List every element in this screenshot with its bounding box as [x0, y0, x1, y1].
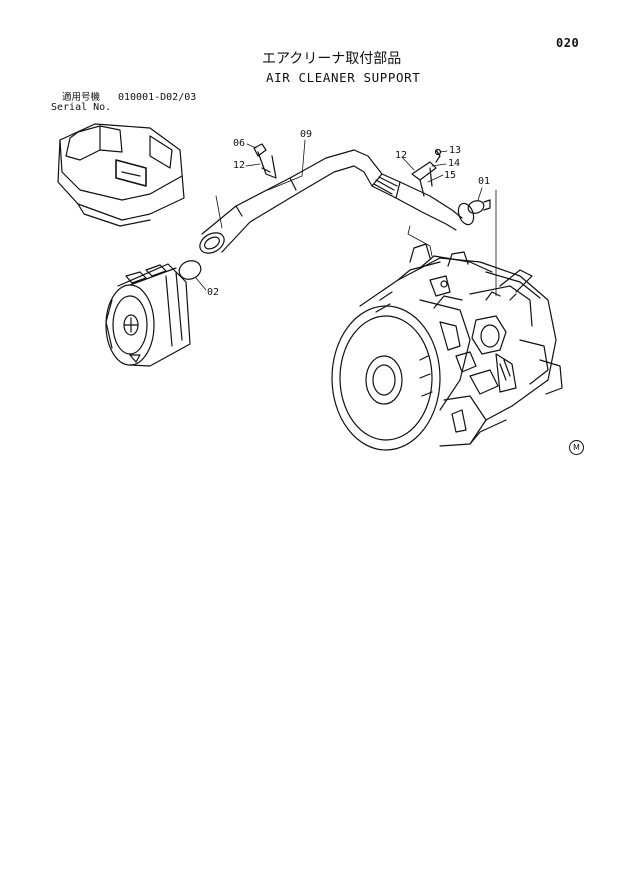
- serial-label-japanese: 適用号機: [62, 92, 101, 103]
- callout-09: 09: [300, 129, 313, 140]
- page-title: AIR CLEANER SUPPORT: [266, 70, 421, 85]
- page-number: 020: [556, 36, 580, 50]
- leader-lines: [215, 139, 497, 297]
- engine-model-marker: M: [569, 440, 584, 455]
- callout-13: 13: [449, 145, 462, 156]
- intake-pipe-09: [199, 149, 475, 254]
- callout-02: 02: [207, 287, 220, 298]
- hose-clamp-01: [467, 199, 491, 214]
- excavator-location-icon: [57, 123, 185, 227]
- page-title-japanese: エアクリーナ取付部品: [262, 51, 402, 67]
- bracket-left: [253, 143, 277, 179]
- callout-14: 14: [448, 158, 461, 169]
- callout-01: 01: [478, 176, 491, 187]
- engine-assembly: [331, 243, 563, 451]
- callout-12-right: 12: [395, 150, 408, 161]
- air-cleaner-body: [105, 263, 191, 367]
- bracket-right: [411, 148, 442, 197]
- callout-15: 15: [444, 170, 457, 181]
- serial-range: 010001-D02/03: [118, 92, 197, 103]
- hose-clamp-02: [178, 260, 202, 280]
- callout-12-left: 12: [233, 160, 246, 171]
- serial-label: Serial No.: [51, 102, 112, 113]
- callout-06: 06: [233, 138, 246, 149]
